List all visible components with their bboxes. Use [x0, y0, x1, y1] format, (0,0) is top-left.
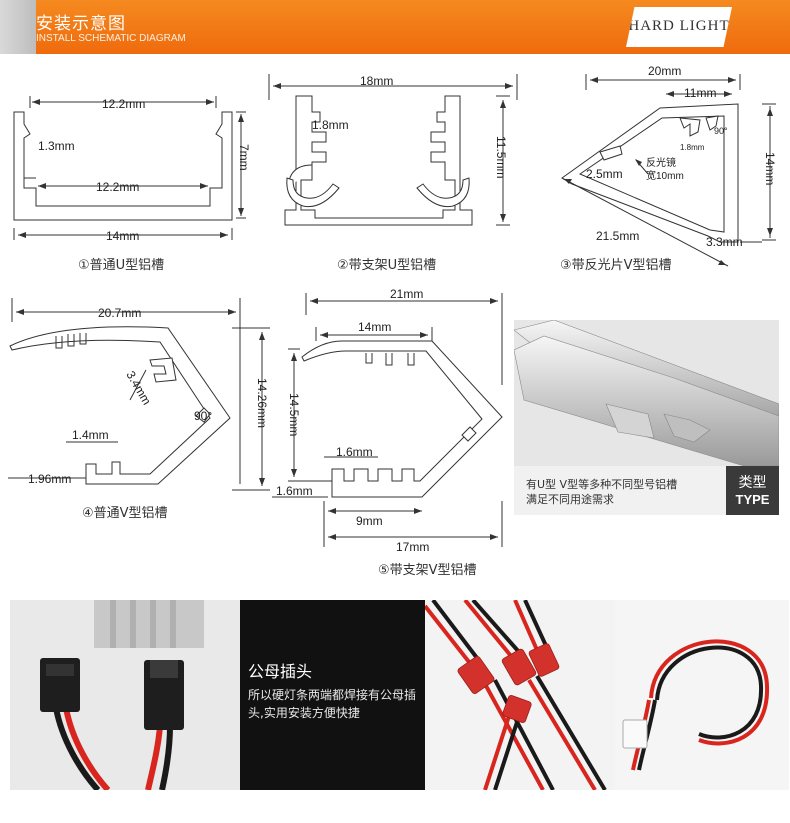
- section-title: 安装示意图: [36, 14, 126, 34]
- dim-14: 14mm: [106, 229, 139, 243]
- caption-v-channel-reflector: ③带反光片V型铝槽: [560, 258, 672, 273]
- type-caption-line-1: 有U型 V型等多种不同型号铝槽: [526, 478, 678, 491]
- dim-18: 18mm: [360, 74, 393, 88]
- dim-20-7: 20.7mm: [98, 306, 141, 320]
- caption-u-channel-bracket: ②带支架U型铝槽: [337, 258, 437, 273]
- section-subtitle: INSTALL SCHEMATIC DIAGRAM: [36, 33, 186, 44]
- diagram-v-channel-bracket: 21mm 14mm 14.5mm 1.6mm 1.6mm 9mm 17mm ⑤带…: [272, 285, 512, 580]
- photo-connector-plugs: [10, 600, 240, 790]
- connector-info-panel: 公母插头 所以硬灯条两端都焊接有公母插头,实用安装方便快捷: [240, 600, 425, 790]
- connector-heading: 公母插头: [248, 662, 313, 681]
- type-caption-panel: 有U型 V型等多种不同型号铝槽 满足不同用途需求: [514, 466, 726, 515]
- aluminum-profile-illustration: [514, 320, 779, 470]
- caption-v-channel: ④普通V型铝槽: [82, 506, 168, 521]
- u-bracket-drawing: 18mm 1.8mm 11.5mm: [268, 74, 518, 226]
- dim-90-deg: 90°: [714, 126, 728, 136]
- dim-7: 7mm: [237, 144, 251, 171]
- brand-badge-text: HARD LIGHT: [628, 18, 730, 34]
- diagram-u-channel-bracket: 18mm 1.8mm 11.5mm ②带支架U型铝槽: [255, 60, 525, 275]
- v-channel-drawing: 20.7mm 3.4mm 90° 14.26mm 1.4mm 1.96mm: [8, 298, 270, 491]
- v-bracket-drawing: 21mm 14mm 14.5mm 1.6mm 1.6mm 9mm 17mm: [272, 287, 503, 554]
- dim-14-5: 14.5mm: [287, 393, 301, 436]
- dim-11-5: 11.5mm: [494, 136, 508, 178]
- v-reflector-drawing: 20mm 11mm 90° 1.8mm 反光镜 宽10mm 2.5mm 14mm…: [561, 64, 777, 267]
- u-channel-drawing: 12.2mm 1.3mm 7mm 12.2mm 14mm: [13, 96, 251, 243]
- photo-cable-coil: [615, 600, 789, 790]
- section-header: 安装示意图 INSTALL SCHEMATIC DIAGRAM HARD LIG…: [0, 0, 790, 54]
- type-badge: 类型 TYPE: [726, 466, 779, 515]
- type-badge-en: TYPE: [735, 492, 770, 507]
- header-side-bar: [0, 0, 36, 54]
- dim-1-6-left: 1.6mm: [276, 484, 313, 498]
- red-connectors-illustration: [425, 600, 615, 790]
- diagram-v-channel-reflector: 20mm 11mm 90° 1.8mm 反光镜 宽10mm 2.5mm 14mm…: [540, 60, 790, 275]
- dim-1-8-small: 1.8mm: [680, 143, 705, 152]
- diagram-u-channel: 12.2mm 1.3mm 7mm 12.2mm 14mm ①普通U型铝槽: [0, 60, 251, 275]
- dim-3-4: 3.4mm: [123, 369, 153, 408]
- cable-coil-illustration: [615, 600, 789, 790]
- dim-21-5: 21.5mm: [596, 229, 639, 243]
- dim-12-2-inner: 12.2mm: [96, 180, 139, 194]
- photo-red-connectors: [425, 600, 615, 790]
- connector-plugs-illustration: [10, 600, 240, 790]
- dim-11: 11mm: [684, 86, 716, 100]
- dim-14: 14mm: [358, 320, 391, 334]
- type-caption-line-2: 满足不同用途需求: [526, 493, 614, 506]
- dim-21: 21mm: [390, 287, 423, 301]
- diagram-v-channel: 20.7mm 3.4mm 90° 14.26mm 1.4mm 1.96mm ④普…: [0, 288, 275, 523]
- dim-1-4: 1.4mm: [72, 428, 109, 442]
- brand-badge: HARD LIGHT: [626, 7, 732, 47]
- dim-14-26: 14.26mm: [255, 378, 269, 428]
- dim-1-8: 1.8mm: [312, 118, 349, 132]
- dim-90-deg: 90°: [194, 409, 212, 423]
- dim-17: 17mm: [396, 540, 429, 554]
- dim-9: 9mm: [356, 514, 383, 528]
- dim-12-2-top: 12.2mm: [102, 97, 145, 111]
- dim-1-96: 1.96mm: [28, 472, 71, 486]
- dim-1-3: 1.3mm: [38, 139, 75, 153]
- dim-3-3: 3.3mm: [706, 235, 743, 249]
- dim-2-5: 2.5mm: [586, 167, 623, 181]
- dim-14: 14mm: [763, 152, 777, 185]
- dim-20: 20mm: [648, 64, 681, 78]
- caption-v-channel-bracket: ⑤带支架V型铝槽: [378, 563, 477, 578]
- connector-description: 所以硬灯条两端都焊接有公母插头,实用安装方便快捷: [248, 688, 417, 720]
- dim-1-6-top: 1.6mm: [336, 445, 373, 459]
- caption-u-channel: ①普通U型铝槽: [78, 258, 165, 273]
- label-reflector-width: 宽10mm: [646, 169, 684, 182]
- type-badge-cn: 类型: [738, 475, 767, 491]
- label-reflector: 反光镜: [646, 156, 676, 169]
